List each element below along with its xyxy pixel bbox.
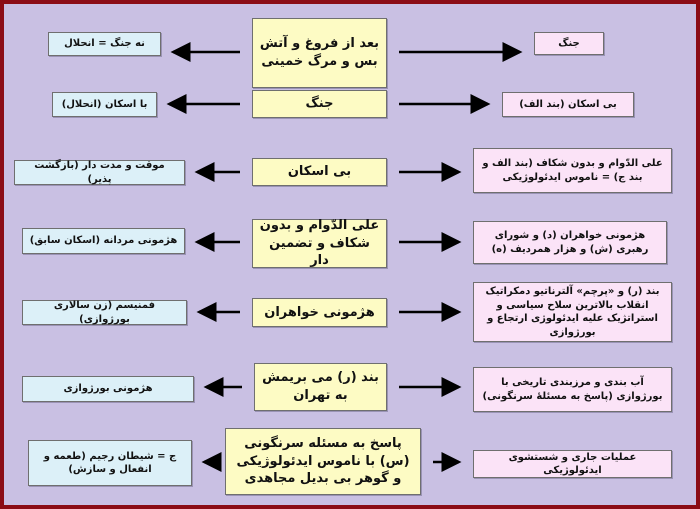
center-box-row-5: هژمونی خواهران <box>252 298 387 327</box>
right-box-row-1: جنگ <box>534 32 604 55</box>
left-box-row-7: ج = شیطان رجیم (طعمه و انفعال و سازش) <box>28 440 192 486</box>
center-box-row-4: علی الدّوام و بدون شکاف و تضمین دار <box>252 218 387 268</box>
right-box-row-3: علی الدّوام و بدون شکاف (بند الف و بند ج… <box>473 148 672 193</box>
center-box-row-3: بی اسکان <box>252 158 387 186</box>
right-box-row-5: بند (ر) و «پرچم» آلترناتیو دمکراتیک انقل… <box>473 282 672 342</box>
left-box-row-6: هژمونی بورژوازی <box>22 376 194 402</box>
left-box-row-3: موقت و مدت دار (بازگشت پذیر) <box>14 160 185 185</box>
center-box-row-1: بعد از فروغ و آتش بس و مرگ خمینی <box>252 18 387 88</box>
left-box-row-4: هژمونی مردانه (اسکان سابق) <box>22 228 185 254</box>
right-box-row-2: بی اسکان (بند الف) <box>502 92 634 117</box>
center-box-row-2: جنگ <box>252 90 387 118</box>
center-box-row-6: بند (ر) می بریمش به تهران <box>254 363 387 411</box>
right-box-row-6: آب بندی و مرزبندی تاریخی با بورژوازی (پا… <box>473 367 672 412</box>
center-box-row-7: پاسخ به مسئله سرنگونی (س) با ناموس ایدئو… <box>225 428 421 495</box>
right-box-row-7: عملیات جاری و شستشوی ایدئولوژیکی <box>473 450 672 478</box>
left-box-row-5: فمنیسم (زن سالاری بورژوازی) <box>22 300 187 325</box>
right-box-row-4: هژمونی خواهران (د) و شورای رهبری (ش) و ه… <box>473 221 667 264</box>
left-box-row-2: با اسکان (انحلال) <box>52 92 157 117</box>
left-box-row-1: نه جنگ = انحلال <box>48 32 161 56</box>
